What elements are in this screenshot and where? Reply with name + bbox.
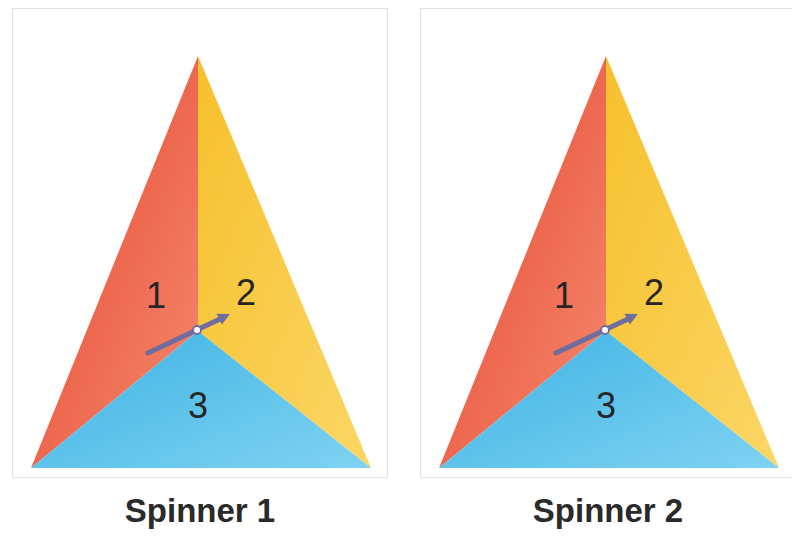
sector-number: 2 — [236, 275, 256, 311]
spinner-caption: Spinner 2 — [421, 493, 792, 529]
sector-number: 1 — [146, 278, 166, 314]
spinner-arrow — [148, 314, 230, 353]
sector-number: 2 — [644, 275, 664, 311]
spinner-panel: Spinner 2123 — [420, 8, 792, 478]
sector-number: 3 — [188, 388, 208, 424]
spinner-sector: 3 — [439, 331, 779, 468]
sector-number: 3 — [596, 388, 616, 424]
spinner-caption: Spinner 1 — [13, 493, 387, 529]
spinner-panel: Spinner 1123 — [12, 8, 388, 478]
sector-number: 1 — [554, 278, 574, 314]
spinner-arrow — [556, 314, 638, 353]
spinner-sector: 3 — [31, 331, 371, 468]
